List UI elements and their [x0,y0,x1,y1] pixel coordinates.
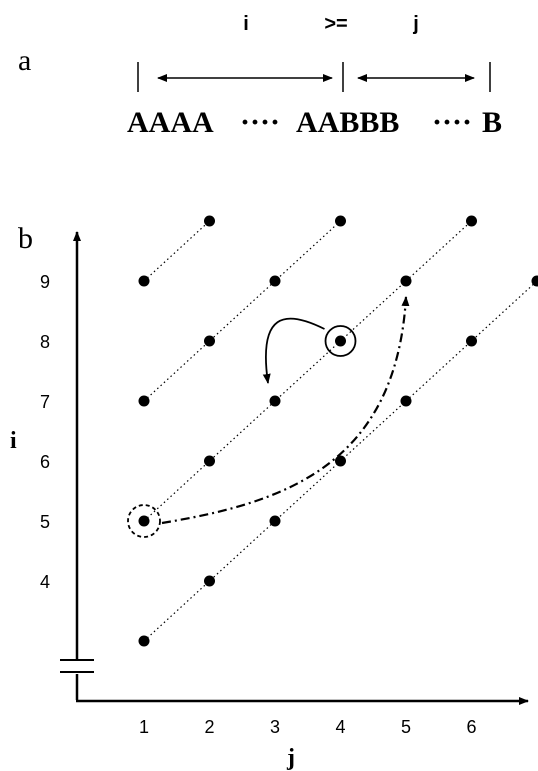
sequence-ab-run: AABBB [296,106,399,139]
point-j3-i5 [269,515,281,527]
lattice-points [138,215,538,647]
point-j2-i8 [204,335,215,347]
diagonal-2 [143,220,341,402]
point-j6-i10 [466,215,477,227]
point-j4-i8 [335,335,346,347]
point-j3-i7 [269,395,281,407]
sequence-dots-2: ···· [432,106,472,139]
point-j4-i6 [335,455,346,467]
point-j5-i9 [400,275,412,287]
y-tick-7: 7 [40,392,50,412]
top-label-ge: >= [324,13,347,35]
arrow-dashdot [161,296,410,525]
point-j6-i8 [466,335,477,347]
y-tick-8: 8 [40,332,50,352]
diagonal-1 [143,220,472,522]
y-tick-labels: 4 5 6 7 8 9 [40,272,50,592]
panel-a: a i >= j AAAA ···· AABBB ···· B [18,13,502,139]
x-axis-label: j [286,745,295,771]
x-tick-5: 5 [401,717,411,737]
top-label-i: i [243,13,249,35]
sequence-b-end: B [482,106,502,139]
point-j1-i5 [138,515,150,527]
diagonal-3 [143,220,210,282]
y-tick-5: 5 [40,512,50,532]
diagonal-lines [143,220,538,642]
y-tick-9: 9 [40,272,50,292]
point-j2-i4 [204,575,215,587]
point-j1-i3 [138,635,150,647]
sequence-dots-1: ···· [240,106,280,139]
point-j4-i10 [335,215,346,227]
circle-solid [324,325,357,357]
y-tick-4: 4 [40,572,50,592]
point-j5-i7 [400,395,412,407]
annotations [127,296,410,538]
x-tick-1: 1 [139,717,149,737]
point-j7-i9 [531,275,538,287]
panel-b: b i j 4 5 6 7 8 9 1 2 3 4 5 6 [10,215,538,771]
y-tick-6: 6 [40,452,50,472]
x-tick-labels: 1 2 3 4 5 6 [139,717,477,737]
circle-dashed [127,504,161,538]
point-j2-i10 [204,215,215,227]
point-j1-i7 [138,395,150,407]
x-tick-6: 6 [466,717,476,737]
x-tick-4: 4 [335,717,345,737]
panel-a-label: a [18,44,31,77]
sequence-a-run: AAAA [127,106,214,139]
panel-b-label: b [18,222,33,255]
y-axis-label: i [10,428,17,454]
point-j1-i9 [138,275,150,287]
x-tick-3: 3 [270,717,280,737]
x-tick-2: 2 [204,717,214,737]
point-j3-i9 [269,275,281,287]
arrow-solid [262,317,325,384]
point-j2-i6 [204,455,215,467]
top-label-j: j [412,13,419,35]
